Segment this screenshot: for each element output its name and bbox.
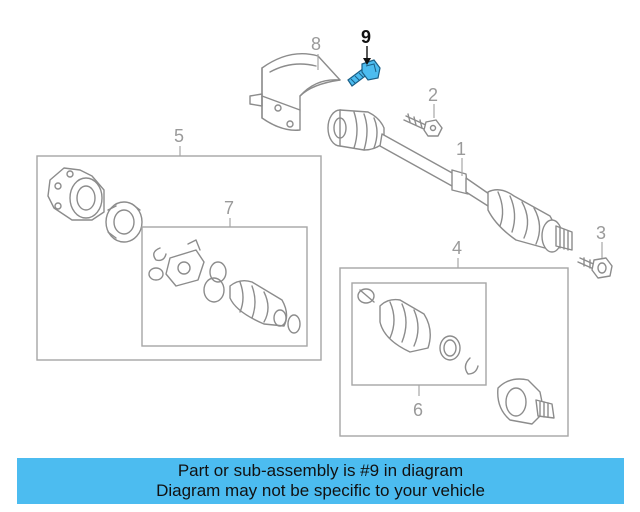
- callout-8[interactable]: 8: [311, 34, 321, 54]
- group-box-4: [339, 267, 569, 437]
- banner-line-2: Diagram may not be specific to your vehi…: [156, 481, 485, 500]
- part-3-axle-bolt[interactable]: [577, 257, 613, 279]
- callout-5[interactable]: 5: [174, 126, 184, 146]
- parts-diagram: 8 9 2: [36, 27, 613, 437]
- part-7-boot-kit[interactable]: [148, 239, 301, 334]
- callout-2[interactable]: 2: [428, 85, 438, 105]
- leader-9-arrow: [363, 46, 371, 65]
- part-1-axle-shaft[interactable]: [327, 109, 573, 253]
- callout-6[interactable]: 6: [413, 400, 423, 420]
- callout-9[interactable]: 9: [361, 27, 371, 47]
- callout-4[interactable]: 4: [452, 238, 462, 258]
- part-4-outer-cv-joint[interactable]: [497, 378, 555, 425]
- part-8-heat-shield[interactable]: [249, 53, 341, 131]
- banner-line-1: Part or sub-assembly is #9 in diagram: [177, 461, 464, 480]
- part-6-outer-boot-kit[interactable]: [357, 288, 479, 375]
- callout-7[interactable]: 7: [224, 198, 234, 218]
- info-banner: Part or sub-assembly is #9 in diagram Di…: [17, 458, 624, 504]
- group-box-5: [36, 155, 322, 361]
- callout-1[interactable]: 1: [456, 139, 466, 159]
- group-box-7: [141, 226, 308, 347]
- part-2-bolt[interactable]: [403, 113, 443, 137]
- part-9-bolt[interactable]: [347, 59, 381, 87]
- callout-3[interactable]: 3: [596, 223, 606, 243]
- part-5-inner-cv-joint[interactable]: [47, 167, 143, 243]
